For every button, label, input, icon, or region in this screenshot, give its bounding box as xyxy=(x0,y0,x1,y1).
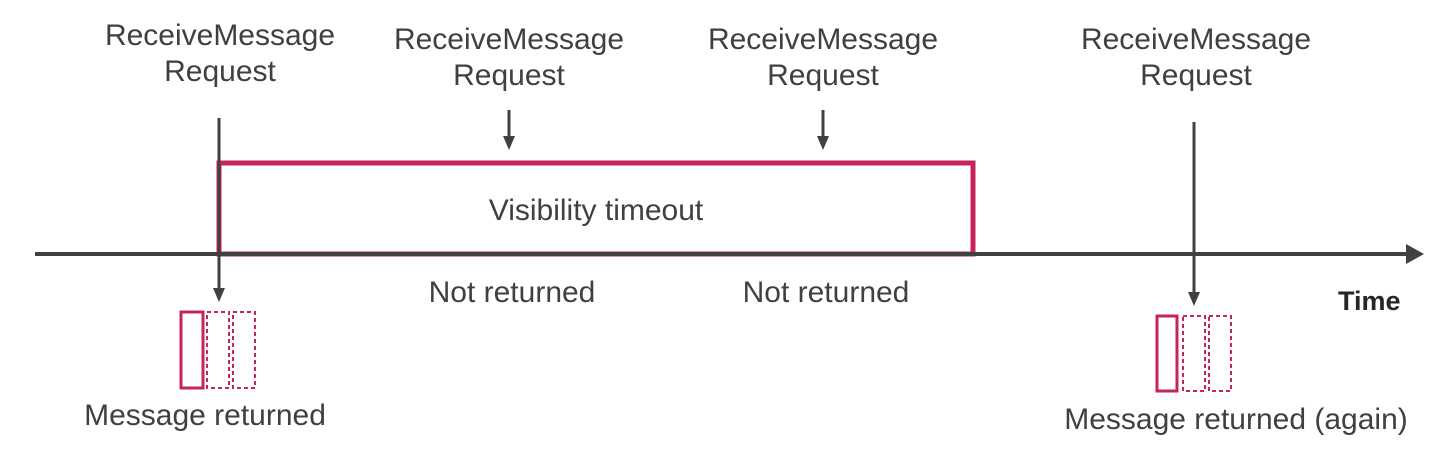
message-returned-label: Message returned xyxy=(84,399,326,432)
message-1-dashed-b xyxy=(232,311,256,389)
request-label-2-line2: Request xyxy=(453,59,565,92)
message-2-dashed-b xyxy=(1208,315,1232,392)
message-2-dashed-a xyxy=(1182,315,1206,392)
request-label-4-line1: ReceiveMessage xyxy=(1080,23,1312,56)
request-label-3-line1: ReceiveMessage xyxy=(707,23,939,56)
message-stack-1 xyxy=(179,310,256,390)
visibility-timeout-label: Visibility timeout xyxy=(488,194,704,227)
request-1-arrowhead xyxy=(213,288,225,302)
request-label-1-line1: ReceiveMessage xyxy=(104,19,336,52)
time-axis-label: Time xyxy=(1338,286,1401,316)
message-1-dashed-a xyxy=(206,311,230,389)
message-2-solid xyxy=(1155,314,1179,393)
request-label-3-line2: Request xyxy=(767,59,879,92)
message-stack-2 xyxy=(1155,314,1232,393)
request-label-4-line2: Request xyxy=(1140,59,1252,92)
not-returned-label-2: Not returned xyxy=(742,276,910,309)
request-label-3: ReceiveMessage Request xyxy=(693,22,953,94)
not-returned-label-1: Not returned xyxy=(428,276,596,309)
request-label-1-line2: Request xyxy=(164,55,276,88)
request-label-1: ReceiveMessage Request xyxy=(90,18,350,90)
request-label-2: ReceiveMessage Request xyxy=(379,22,639,94)
request-3-arrowhead xyxy=(817,136,829,150)
message-1-solid xyxy=(179,310,205,390)
request-label-2-line1: ReceiveMessage xyxy=(393,23,625,56)
request-2-arrowhead xyxy=(503,136,515,150)
request-label-4: ReceiveMessage Request xyxy=(1066,22,1326,94)
time-axis-arrowhead xyxy=(1406,244,1424,264)
request-4-arrowhead xyxy=(1188,292,1200,306)
message-returned-again-label: Message returned (again) xyxy=(1064,403,1408,436)
